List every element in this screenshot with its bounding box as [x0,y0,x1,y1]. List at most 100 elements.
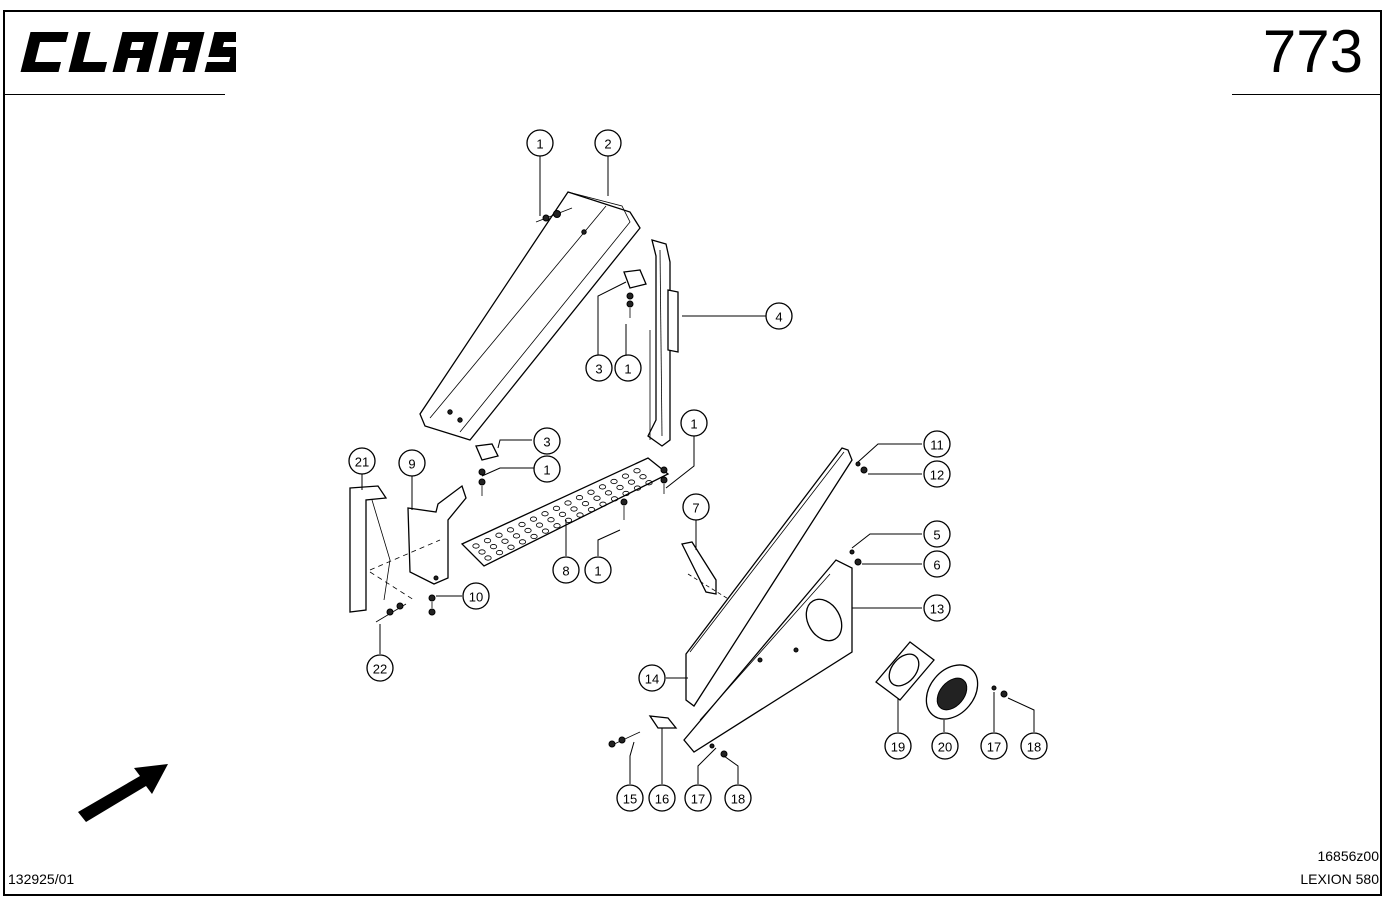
part-gasket [875,641,935,701]
callout-label: 21 [355,455,369,470]
perforation-hole [472,543,480,549]
perforation-hole [610,478,618,485]
part-side-panel [685,447,853,707]
callout-label: 10 [469,590,483,605]
perforation-hole [489,544,498,550]
perforation-hole [541,511,549,517]
perforation-hole [495,532,503,538]
callout: 14 [638,664,666,692]
perforation-hole [501,538,509,544]
part-bolt-5-6 [849,549,862,566]
callout-label: 12 [930,468,944,483]
perforation-hole [506,527,515,533]
perforation-hole [593,495,601,501]
callout: 1 [584,556,612,584]
callout-label: 17 [987,740,1001,755]
perforation-hole [633,468,641,474]
perforation-hole [518,539,527,545]
drawing-sheet-frame [3,10,1382,896]
drawing-number: 16856z00 [1317,848,1379,864]
perforation-hole [530,533,538,540]
part-cover-profile [349,485,391,613]
document-number: 132925/01 [8,871,75,887]
callout-label: 19 [891,740,905,755]
perforation-hole [553,523,561,529]
callout-label: 11 [930,438,944,453]
perforation-hole [495,550,504,556]
callout-label: 1 [536,137,543,152]
callout-label: 2 [604,137,611,152]
callout-label: 1 [543,463,550,478]
callout: 19 [884,732,912,760]
perforation-hole [541,528,550,534]
part-lower-bracket [608,715,728,758]
callout: 13 [923,594,951,622]
callout: 1 [680,409,708,437]
perforation-hole [610,496,619,502]
header-rule-right [1232,94,1382,95]
perforation-hole [587,489,595,495]
perforation-hole [507,544,515,550]
callout-label: 13 [930,602,944,617]
callout: 15 [616,784,644,812]
perforation-hole [599,501,607,507]
callout: 10 [462,582,490,610]
callout-label: 3 [543,435,550,450]
callout-label: 3 [595,362,602,377]
callout: 3 [533,427,561,455]
callout: 22 [366,654,394,682]
callout: 6 [923,550,951,578]
perforation-hole [575,495,584,501]
callout-label: 14 [645,672,659,687]
perforation-hole [587,507,596,513]
perforation-hole [478,549,486,555]
callout: 7 [682,493,710,521]
part-bolt-22 [375,602,407,623]
part-cover-dome [925,664,979,720]
part-angle-bracket [681,541,731,601]
callout: 1 [526,129,554,157]
perforation-hole [535,522,544,528]
callout-label: 6 [933,558,940,573]
perforation-hole [604,490,613,496]
perforation-hole [524,527,532,534]
perforation-hole [483,538,492,544]
callout: 12 [923,460,951,488]
part-bolt-10 [428,594,436,616]
part-bolt-top [535,207,573,223]
perforation-hole [627,479,636,485]
callout: 2 [594,129,622,157]
part-bolt-17-18-right [991,685,1008,698]
callout-label: 16 [655,792,669,807]
direction-arrow-icon [78,764,168,822]
perforation-hole [616,484,624,491]
claas-logo [20,32,236,72]
callout: 11 [923,430,951,458]
callout-label: 9 [408,457,415,472]
callout-label: 20 [938,740,952,755]
page-number: 773 [1262,18,1363,85]
perforation-hole [529,516,538,522]
callout-label: 1 [690,417,697,432]
perforation-hole [581,501,590,507]
perforation-hole [576,512,584,518]
callout-label: 22 [373,662,387,677]
perforation-hole [621,473,630,479]
part-support-beam [419,191,641,441]
callout: 4 [765,302,793,330]
callout-label: 8 [562,564,569,579]
assembly-lines [369,539,441,601]
part-perforated-plate [460,457,670,567]
callout: 17 [684,784,712,812]
part-vertical-post [647,239,679,447]
part-small-bracket-lower [475,443,668,520]
callout: 5 [923,520,951,548]
callout-label: 5 [933,528,940,543]
perforation-hole [564,500,572,506]
perforation-hole [570,506,578,512]
part-bolt-11-12 [855,461,868,474]
perforation-hole [564,517,573,523]
part-small-bracket-upper [623,269,647,318]
perforation-hole [547,517,555,523]
